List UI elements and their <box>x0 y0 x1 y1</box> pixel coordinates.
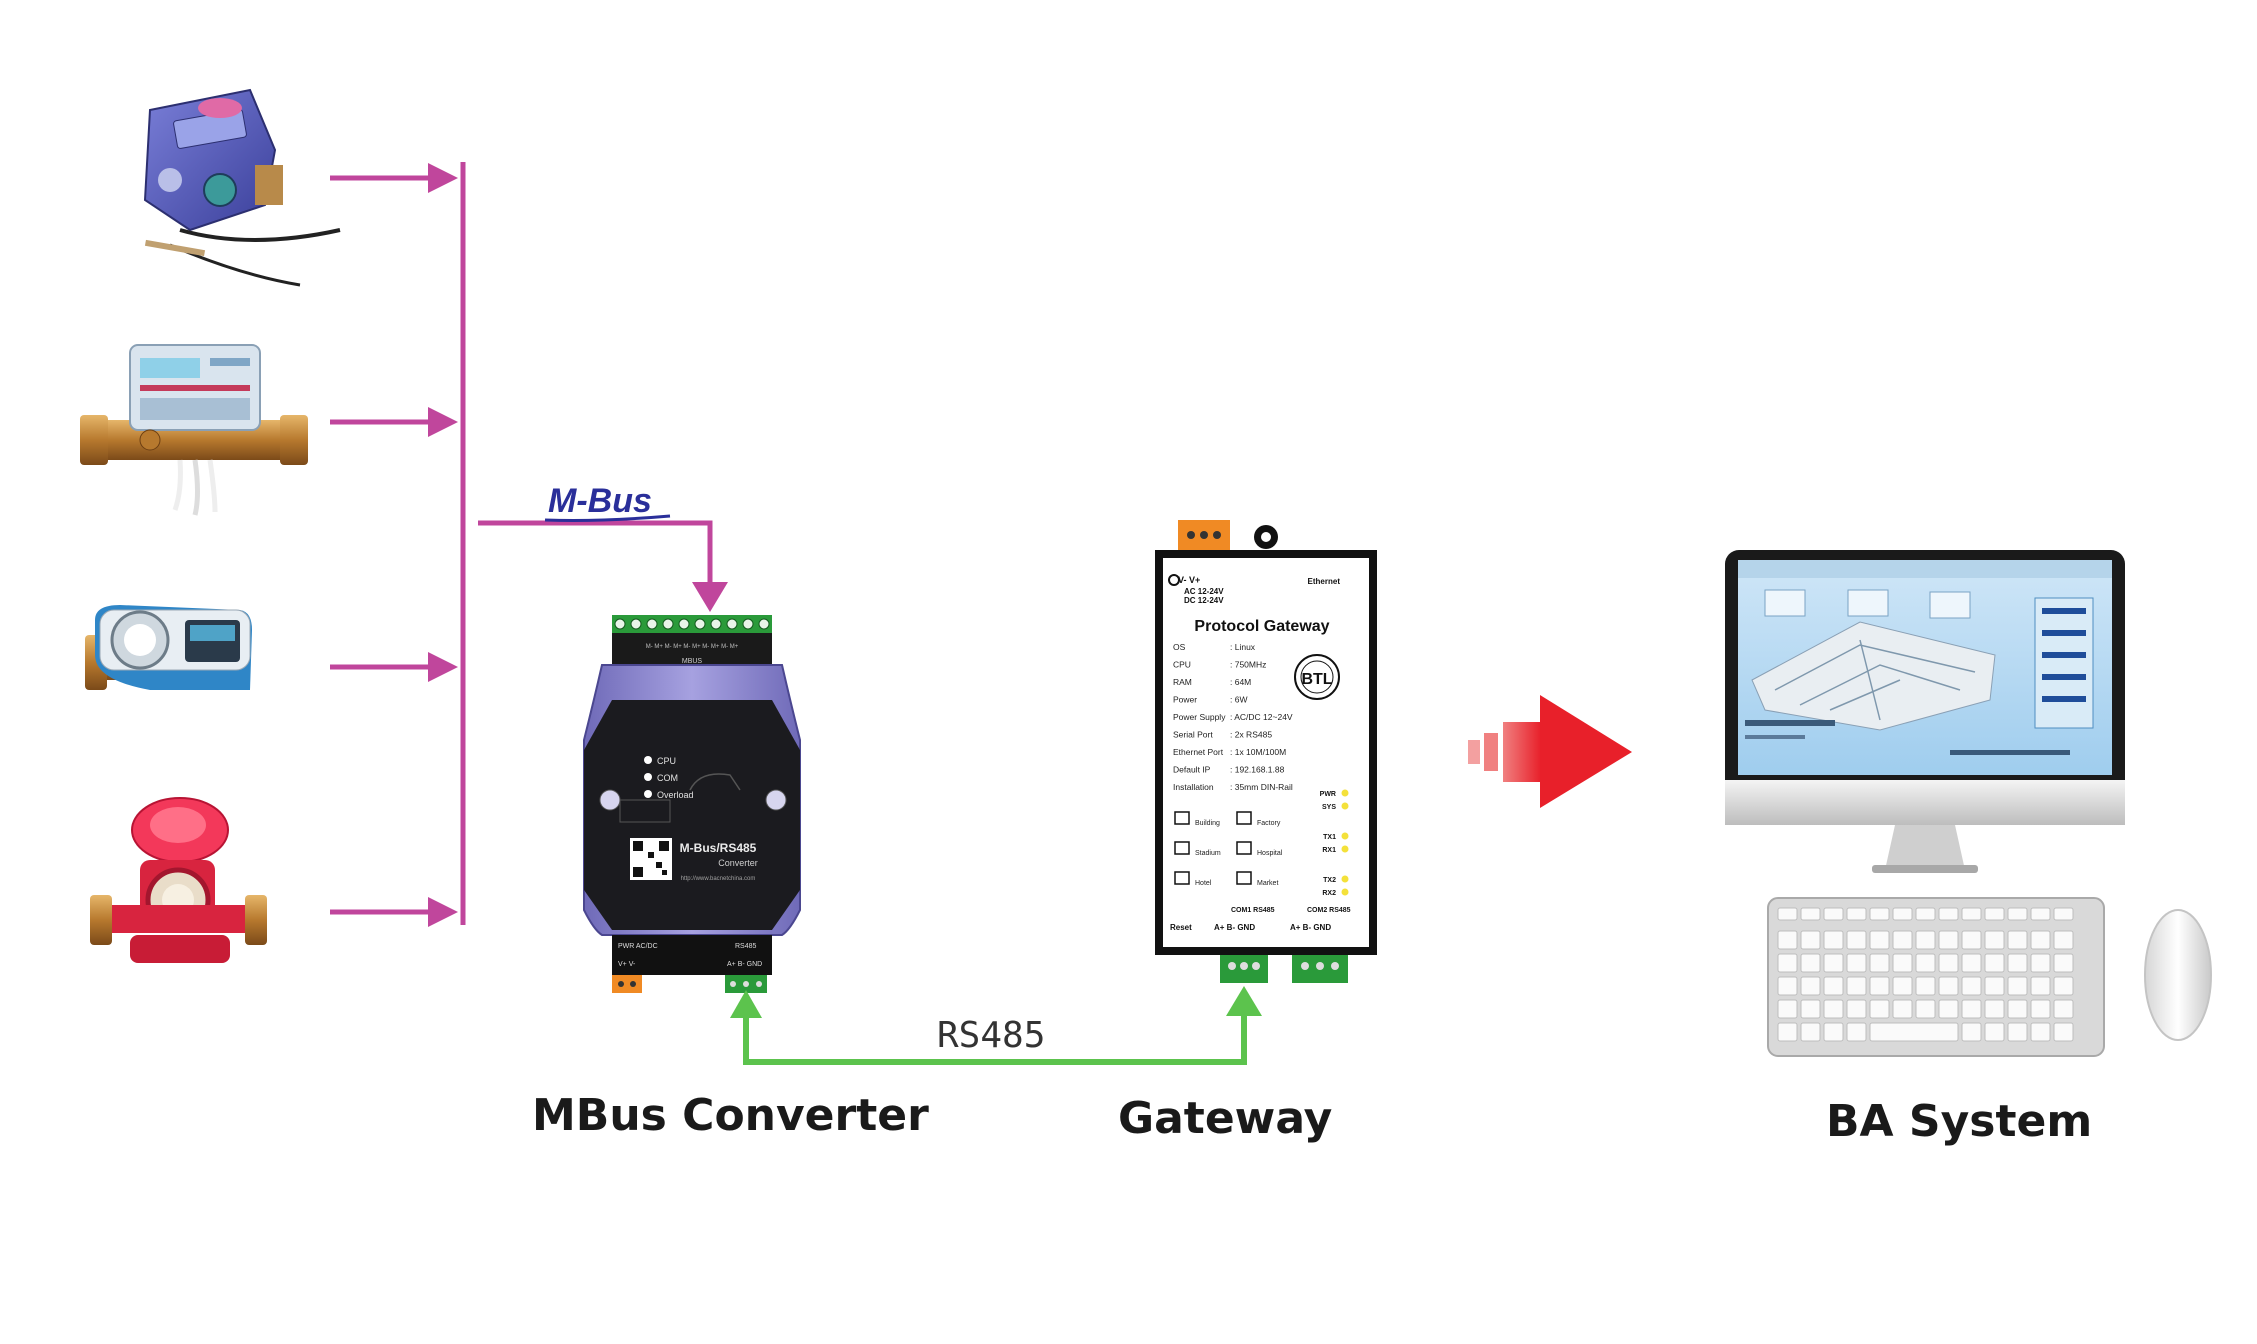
application-icon <box>1174 871 1190 885</box>
protocol-gateway-device: V- V+ AC 12-24V DC 12-24V Ethernet Proto… <box>1155 520 1377 983</box>
gateway-spec-value: : 64M <box>1230 677 1251 687</box>
svg-text:A+ B- GND: A+ B- GND <box>1214 923 1255 932</box>
gateway-spec-value: : AC/DC 12~24V <box>1230 712 1293 722</box>
svg-text:V- V+: V- V+ <box>1178 575 1200 585</box>
application-icon <box>1236 841 1252 855</box>
converter-led <box>644 773 652 781</box>
gateway-spec-value: : 192.168.1.88 <box>1230 765 1285 775</box>
mbus-converter-device: MBUS M- M+ M- M+ M- M+ M- M+ M- M+ CPU CO… <box>583 615 801 993</box>
gateway-spec-value: : Linux <box>1230 642 1256 652</box>
svg-text:A+ B- GND: A+ B- GND <box>1290 923 1331 932</box>
gateway-led <box>1341 832 1349 840</box>
svg-text:M-Bus/RS485: M-Bus/RS485 <box>680 841 757 855</box>
smart-water-meter-icon <box>85 605 252 690</box>
ultrasonic-heat-meter-icon <box>80 344 308 516</box>
gateway-led-label: TX2 <box>1323 877 1336 884</box>
caption-gateway: Gateway <box>1118 1093 1333 1144</box>
gateway-spec-key: CPU <box>1173 660 1191 670</box>
application-icon <box>1174 811 1190 825</box>
gateway-led-label: RX1 <box>1322 847 1336 854</box>
gateway-spec-key: Default IP <box>1173 765 1211 775</box>
converter-led-label: CPU <box>657 756 676 766</box>
application-label: Stadium <box>1195 850 1221 857</box>
red-water-meter-icon <box>90 797 267 963</box>
gateway-spec-value: : 6W <box>1230 695 1247 705</box>
gateway-led-label: TX1 <box>1323 834 1336 841</box>
gateway-led-label: RX2 <box>1322 890 1336 897</box>
svg-text:AC 12-24V: AC 12-24V <box>1184 587 1224 596</box>
converter-led-label: Overload <box>657 790 694 800</box>
svg-text:Protocol Gateway: Protocol Gateway <box>1194 618 1329 635</box>
gateway-spec-key: RAM <box>1173 677 1192 687</box>
svg-text:RS485: RS485 <box>735 943 757 950</box>
svg-text:Reset: Reset <box>1170 923 1192 932</box>
gateway-led-label: SYS <box>1322 804 1336 811</box>
svg-text:A+ B- GND: A+ B- GND <box>727 961 762 968</box>
gateway-spec-value: : 1x 10M/100M <box>1230 747 1286 757</box>
svg-text:V+ V-: V+ V- <box>618 961 636 968</box>
mbus-label: M-Bus <box>548 482 652 520</box>
svg-text:COM1 RS485: COM1 RS485 <box>1231 907 1275 914</box>
svg-text:MBUS: MBUS <box>682 658 703 665</box>
mbus-wiring <box>330 162 728 927</box>
rs485-wiring <box>730 986 1262 1065</box>
application-icon <box>1236 871 1252 885</box>
svg-text:Ethernet: Ethernet <box>1308 577 1341 586</box>
gateway-led <box>1341 875 1349 883</box>
application-label: Factory <box>1257 820 1281 827</box>
application-label: Building <box>1195 820 1220 827</box>
ba-system-computer-icon <box>1725 550 2212 1057</box>
application-icon <box>1236 811 1252 825</box>
application-label: Hotel <box>1195 880 1212 887</box>
caption-mbus-converter: MBus Converter <box>532 1090 929 1141</box>
gateway-led <box>1341 802 1349 810</box>
svg-text:http://www.bacnetchina.com: http://www.bacnetchina.com <box>681 876 756 882</box>
application-label: Hospital <box>1257 850 1283 857</box>
svg-text:Converter: Converter <box>718 858 758 868</box>
application-label: Market <box>1257 880 1278 887</box>
heat-meter-blue-icon <box>143 88 341 287</box>
gateway-spec-value: : 750MHz <box>1230 660 1266 670</box>
svg-text:COM2 RS485: COM2 RS485 <box>1307 907 1351 914</box>
red-arrow-icon <box>1468 695 1632 808</box>
gateway-spec-value: : 2x RS485 <box>1230 730 1272 740</box>
caption-ba-system: BA System <box>1826 1096 2093 1147</box>
application-icon <box>1174 841 1190 855</box>
svg-text:BTL: BTL <box>1301 671 1332 688</box>
gateway-led <box>1341 888 1349 896</box>
svg-text:M- M+ M- M+ M- M+ M- M+ M- M+: M- M+ M- M+ M- M+ M- M+ M- M+ <box>646 644 739 650</box>
converter-led <box>644 756 652 764</box>
gateway-spec-key: Power Supply <box>1173 712 1226 722</box>
gateway-spec-key: Installation <box>1173 782 1214 792</box>
gateway-led-label: PWR <box>1320 791 1336 798</box>
gateway-led <box>1341 845 1349 853</box>
gateway-spec-key: Power <box>1173 695 1197 705</box>
rs485-label: RS485 <box>937 1015 1045 1056</box>
gateway-spec-key: Ethernet Port <box>1173 747 1224 757</box>
converter-led-label: COM <box>657 773 678 783</box>
gateway-spec-key: Serial Port <box>1173 730 1213 740</box>
converter-led <box>644 790 652 798</box>
svg-text:DC 12-24V: DC 12-24V <box>1184 596 1224 605</box>
gateway-led <box>1341 789 1349 797</box>
gateway-spec-value: : 35mm DIN-Rail <box>1230 782 1293 792</box>
gateway-spec-key: OS <box>1173 642 1186 652</box>
svg-text:PWR AC/DC: PWR AC/DC <box>618 943 658 950</box>
